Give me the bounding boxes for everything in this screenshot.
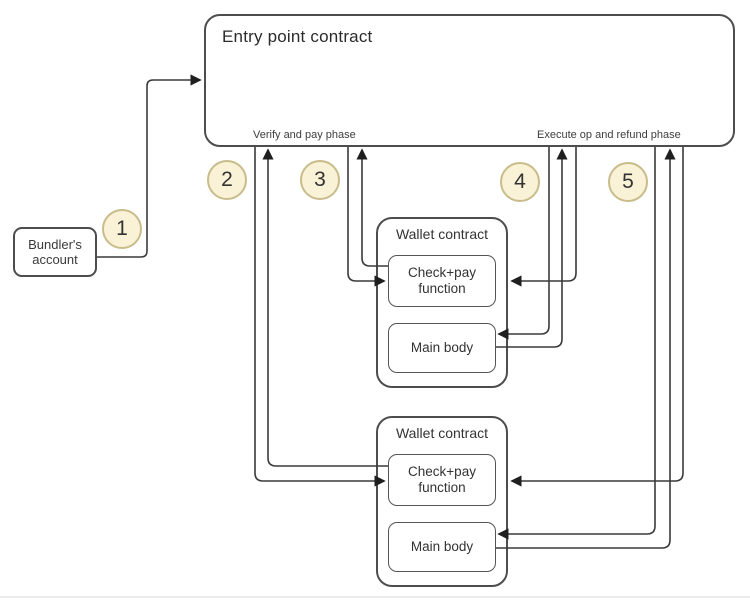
wallet-2-check-pay-line2: function: [418, 480, 466, 495]
bundler-label-line2: account: [32, 252, 78, 267]
arrow-execute-call-wallet2-mainbody: [497, 147, 656, 540]
step-badge-4: 4: [500, 162, 540, 202]
wallet-1-main-body-label: Main body: [410, 340, 474, 355]
wallet-contract-2-title: Wallet contract: [395, 425, 489, 441]
wallet-contract-2-box: Wallet contract Check+pay function Main …: [376, 416, 508, 587]
wallet-contract-1-title: Wallet contract: [395, 226, 489, 242]
step-badge-2: 2: [207, 160, 247, 200]
wallet-1-check-pay-line1: Check+pay: [408, 265, 476, 280]
wallet-1-check-pay-line2: function: [418, 281, 466, 296]
step-badge-1-number: 1: [116, 217, 128, 240]
bundler-account-label: Bundler's account: [28, 237, 82, 267]
wallet-2-check-pay-function-label: Check+pay function: [408, 464, 476, 496]
phase-label-execute: Execute op and refund phase: [537, 129, 681, 141]
entry-point-box: Entry point contract: [204, 14, 735, 147]
step-badge-5-number: 5: [622, 170, 634, 193]
arrow-execute-refund-wallet2-checkpay: [510, 147, 684, 487]
wallet-1-check-pay-function-box: Check+pay function: [388, 255, 496, 307]
bundler-label-line1: Bundler's: [28, 237, 82, 252]
wallet-contract-1-box: Wallet contract Check+pay function Main …: [376, 217, 508, 388]
step-badge-3-number: 3: [314, 168, 326, 191]
step-badge-5: 5: [608, 162, 648, 202]
wallet-1-check-pay-function-label: Check+pay function: [408, 265, 476, 297]
bundler-account-box: Bundler's account: [13, 227, 97, 277]
step-badge-3: 3: [300, 160, 340, 200]
step-badge-2-number: 2: [221, 168, 233, 191]
step-badge-1: 1: [102, 209, 142, 249]
arrow-wallet2-mainbody-return-execute: [496, 148, 676, 549]
wallet-2-check-pay-function-box: Check+pay function: [388, 454, 496, 506]
wallet-2-main-body-label: Main body: [410, 539, 474, 554]
wallet-2-main-body-box: Main body: [388, 522, 496, 572]
wallet-2-check-pay-line1: Check+pay: [408, 464, 476, 479]
entry-point-title: Entry point contract: [222, 27, 373, 46]
wallet-1-main-body-box: Main body: [388, 323, 496, 373]
step-badge-4-number: 4: [514, 170, 526, 193]
phase-label-verify: Verify and pay phase: [253, 129, 356, 141]
page-bottom-divider: [0, 596, 750, 598]
